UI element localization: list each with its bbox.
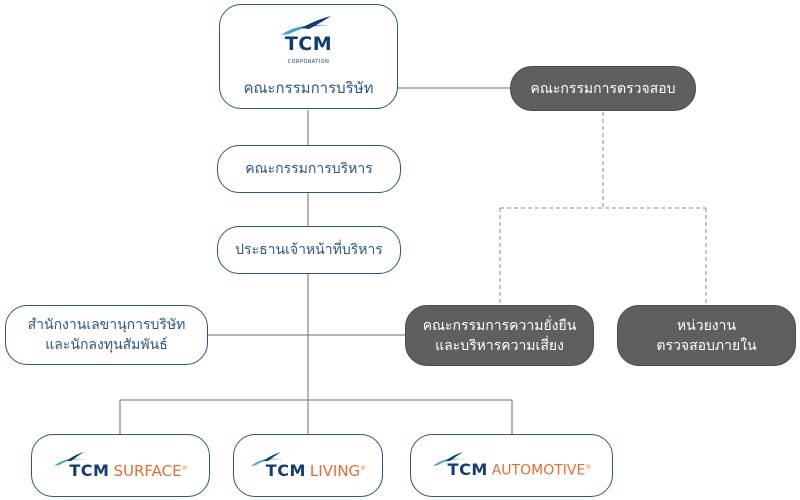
executive-committee-box[interactable]: คณะกรรมการบริหาร [217,145,401,193]
swallow-logo-icon [432,451,467,466]
logo-subtext: CORPORATION [287,59,330,65]
internal-audit-box[interactable]: หน่วยงาน ตรวจสอบภายใน [617,305,796,366]
sustainability-committee-line2: และบริหารความเสี่ยง [435,337,564,354]
sustainability-committee-line1: คณะกรรมการความยั่งยืน [422,317,577,334]
secretary-office-line2: และนักลงทุนสัมพันธ์ [45,337,168,353]
tcm-surface-logo: TCM SURFACE® [53,451,188,481]
audit-committee-label: คณะกรรมการตรวจสอบ [530,80,676,97]
tcm-automotive-prefix: TCM [447,459,488,479]
secretary-office-box[interactable]: สำนักงานเลขานุการบริษัท และนักลงทุนสัมพั… [5,305,208,365]
sustainability-risk-committee-box[interactable]: คณะกรรมการความยั่งยืน และบริหารความเสี่ย… [405,305,594,366]
swallow-logo-icon [250,451,285,466]
audit-committee-box[interactable]: คณะกรรมการตรวจสอบ [510,66,696,111]
executive-committee-label: คณะกรรมการบริหาร [245,161,373,177]
tcm-surface-name: SURFACE® [113,461,188,480]
tcm-living-box[interactable]: TCM LIVING® [233,434,383,497]
tcm-surface-box[interactable]: TCM SURFACE® [31,434,210,497]
tcm-living-name: LIVING® [309,461,367,480]
tcm-automotive-box[interactable]: TCM AUTOMOTIVE® [410,434,613,497]
tcm-automotive-name: AUTOMOTIVE® [491,462,592,479]
tcm-surface-prefix: TCM [69,460,110,480]
swallow-logo-icon [54,451,89,466]
board-of-directors-box[interactable]: TCM CORPORATION คณะกรรมการบริษัท [219,4,398,109]
secretary-office-line1: สำนักงานเลขานุการบริษัท [27,317,186,333]
tcm-living-logo: TCM LIVING® [250,451,366,481]
tcm-automotive-logo: TCM AUTOMOTIVE® [432,451,592,481]
board-label: คณะกรรมการบริษัท [243,79,374,97]
ceo-label: ประธานเจ้าหน้าที่บริหาร [235,242,383,258]
ceo-box[interactable]: ประธานเจ้าหน้าที่บริหาร [217,226,401,274]
swallow-logo-icon [280,16,337,35]
internal-audit-line2: ตรวจสอบภายใน [656,337,757,354]
logo-text: TCM [284,33,333,55]
tcm-living-prefix: TCM [265,460,306,480]
tcm-corporation-logo: TCM CORPORATION [279,15,339,72]
internal-audit-line1: หน่วยงาน [676,317,737,334]
